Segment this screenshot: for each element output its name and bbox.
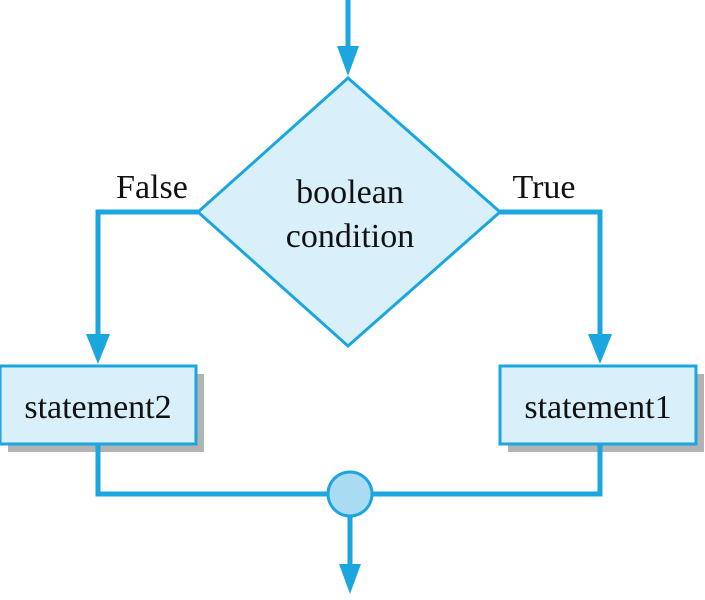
true-branch-label: True	[513, 169, 576, 206]
statement2-label: statement2	[24, 389, 171, 426]
merge-line-right	[372, 444, 603, 497]
decision-node: boolean condition	[195, 75, 503, 349]
true-branch-line	[500, 209, 603, 342]
merge-line-left	[95, 444, 328, 497]
true-branch: True	[500, 169, 612, 364]
merge-junction-circle	[326, 470, 374, 518]
false-branch: False	[86, 169, 198, 364]
decision-label-line2: condition	[286, 218, 414, 255]
statement1-node: statement1	[498, 364, 704, 452]
exit-arrow	[339, 516, 361, 594]
false-branch-line	[95, 209, 198, 342]
false-branch-label: False	[116, 169, 188, 206]
decision-diamond	[195, 75, 503, 349]
statement2-box	[0, 364, 198, 446]
merge-lines	[95, 444, 603, 497]
decision-label-line1: boolean	[296, 174, 404, 211]
statement2-node: statement2	[0, 364, 204, 452]
true-branch-arrowhead	[588, 334, 612, 364]
statement1-box	[498, 364, 698, 446]
statement1-label: statement1	[524, 389, 671, 426]
exit-arrowhead	[339, 564, 361, 594]
entry-arrowhead	[337, 46, 359, 76]
false-branch-arrowhead	[86, 334, 110, 364]
entry-arrow	[337, 0, 359, 76]
